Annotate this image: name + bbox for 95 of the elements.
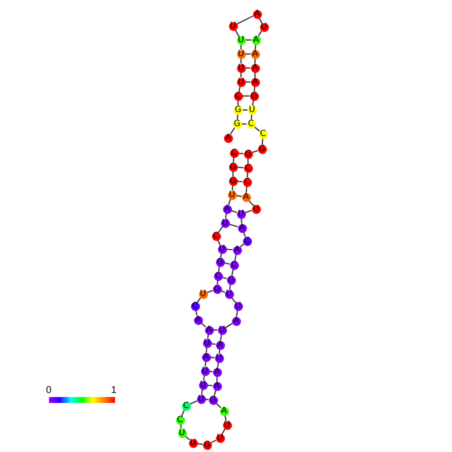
backbone-line [236,195,242,197]
backbone-line [210,440,216,444]
backbone-line [258,30,262,36]
scale-label: 1 [111,386,117,396]
backbone-line [229,284,231,290]
nucleotide-letter: C [213,232,219,240]
nucleotide-letter: C [231,148,237,158]
backbone-line [234,254,237,261]
nucleotide-letter: C [192,302,198,310]
nucleotide-letter: G [234,106,242,114]
nucleotide-letter: A [214,368,220,376]
backbone-line [236,310,238,317]
backbone-line [203,375,205,381]
backbone-line [252,150,258,154]
backbone-line [229,224,238,228]
nucleotide-letter: U [228,190,236,200]
nucleotide-letter: U [218,326,226,334]
nucleotide-letter: A [224,204,230,214]
nucleotide-letter: G [234,120,240,128]
nucleotide-letter: A [243,192,249,202]
nucleotide-letter: C [248,120,254,128]
nucleotide-letter: U [226,290,232,298]
nucleotide-letter: A [195,316,201,324]
nucleotide-letter: A [254,10,260,18]
nucleotide-letter: G [230,162,236,172]
nucleotide-letter: U [216,434,224,442]
nucleotide-letter: U [222,218,228,228]
nucleotide-letter: G [244,150,252,158]
nucleotide-letter: G [258,144,266,154]
nucleotide-letter: G [250,92,258,100]
backbone-line [236,15,254,25]
backbone-line [218,266,220,272]
nucleotide-letter: U [248,106,256,114]
nucleotide-letter: U [252,204,260,214]
nucleotide-letter: U [224,420,230,430]
nucleotide-letter: C [235,92,241,100]
backbone-line [252,100,254,106]
nucleotide-letter: A [252,64,258,72]
nucleotide-letter: U [198,394,204,404]
nucleotide-letter: A [221,406,227,416]
nucleotide-letter: U [238,50,244,58]
backbone-line [225,322,233,328]
nucleotide-letter: A [206,326,212,334]
nucleotide-letter: G [230,176,236,186]
backbone-line [201,389,203,395]
nucleotide-letter: U [190,438,196,448]
nucleotide-letter: U [234,302,242,310]
nucleotide-letter: G [216,258,224,266]
backbone-line [207,290,213,294]
nucleotide-letter: U [204,338,210,348]
nucleotide-letter: C [245,164,251,172]
backbone-line [190,400,198,405]
nucleotide-letter: C [177,416,183,424]
nucleotide-letter: G [228,276,234,284]
scale-label: 0 [46,386,52,396]
nucleotide-letter: A [253,36,259,44]
nucleotide-letter: A [252,50,258,58]
nucleotide-letter: G [210,396,216,404]
backbone-line [225,213,227,219]
backbone-line [181,410,185,416]
nucleotide-letter: A [233,316,239,326]
nucleotide-letter: A [234,246,240,254]
nucleotide-letter: C [260,130,266,138]
nucleotide-letter: U [218,244,226,254]
nucleotide-letter: C [183,402,189,410]
backbone-line [230,127,236,135]
backbone-line [231,269,234,276]
nucleotide-letter: U [178,428,186,438]
nucleotide-letter: A [203,352,209,362]
nucleotide-letter: U [200,380,206,390]
nucleotide-letter: G [214,284,220,294]
backbone-line [218,226,223,233]
nucleotide-letter: C [244,178,250,186]
nucleotide-letter: A [214,382,220,390]
nucleotide-letter: A [239,224,245,232]
nucleotide-letter: A [252,78,258,86]
nucleotide-letter: U [230,22,236,30]
nucleotide-letter: C [244,236,250,246]
nucleotide-letter: U [216,354,222,362]
nucleotide-letter: A [217,340,223,350]
nucleotide-letter: G [204,440,210,450]
nucleotide-letter: U [238,210,244,218]
nucleotide-letter: U [238,36,244,44]
nucleotide-letter: C [231,260,237,270]
backbone-line [197,443,203,445]
nucleotide-letter: U [260,22,268,32]
backbone-line [220,334,222,341]
nucleotide-letter: U [238,78,244,86]
nucleotide-letter: C [215,272,221,280]
nucleotide-letter: U [202,366,208,376]
nucleotide-letter: U [238,64,244,72]
backbone-line [228,199,232,205]
nucleotide-letter: A [225,134,231,142]
nucleotide-letter: U [200,290,206,298]
backbone-line [217,362,219,368]
